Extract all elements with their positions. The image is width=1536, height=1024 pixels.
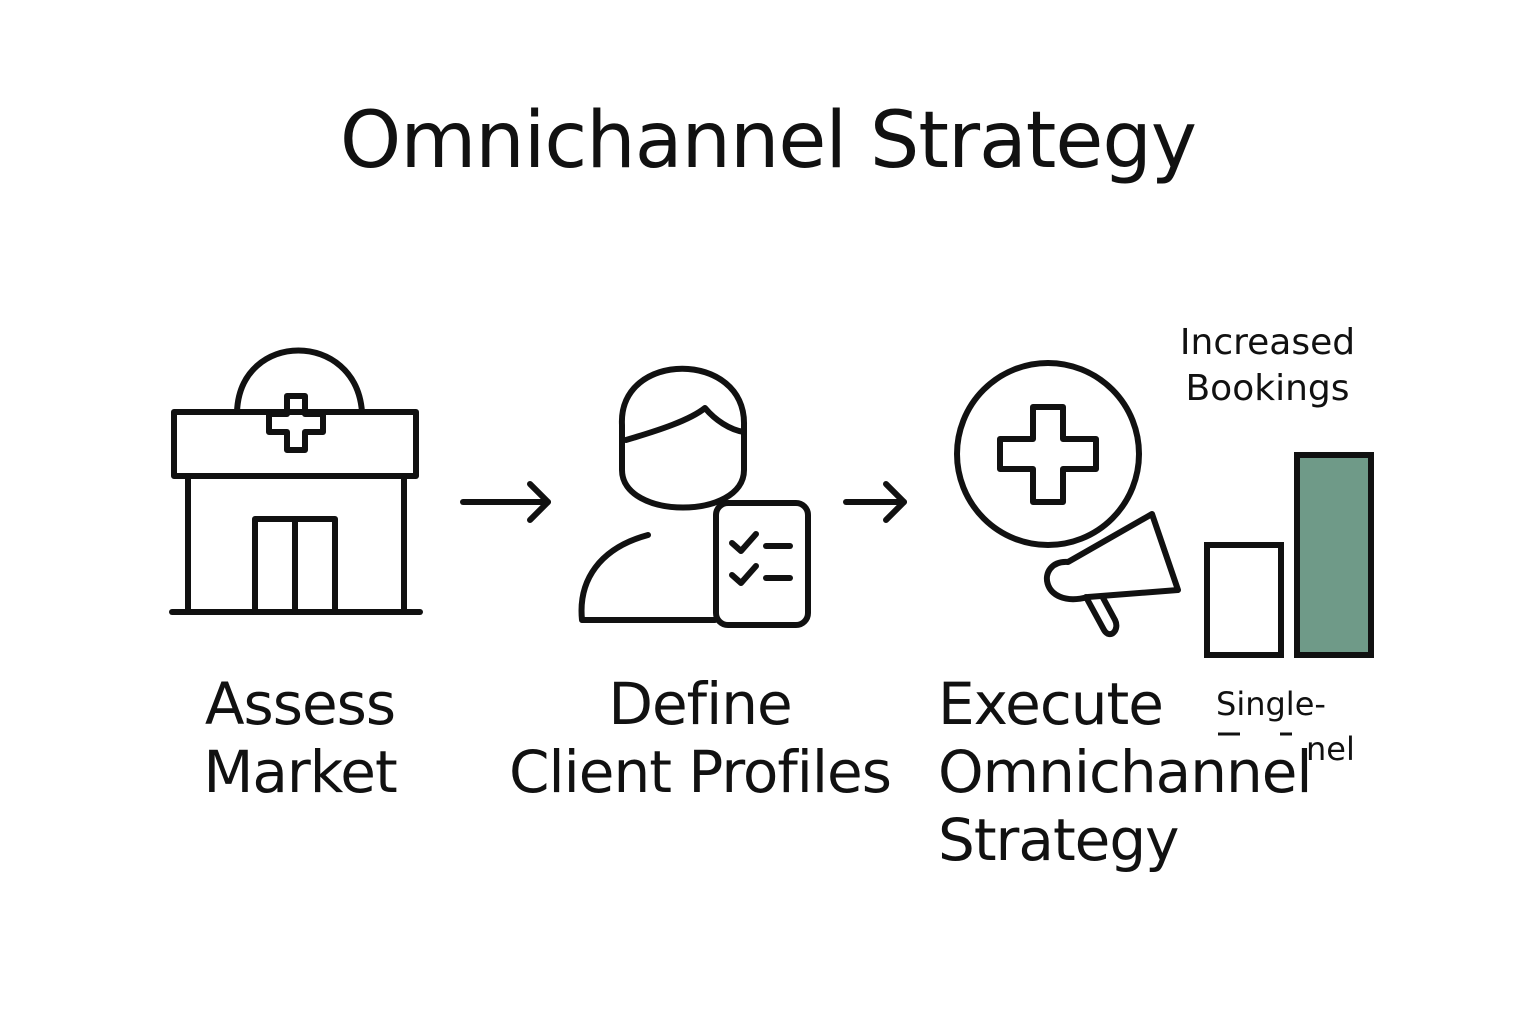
bar-single-channel <box>1204 542 1284 658</box>
page-title: Omnichannel Strategy <box>339 96 1197 186</box>
step-label-define-client-profiles: Define Client Profiles <box>509 670 892 806</box>
step-label-execute-omnichannel-strategy: Execute Omnichannel Strategy <box>938 670 1313 874</box>
client-profile-icon <box>578 365 811 628</box>
bar-label: Single- <box>1216 685 1326 723</box>
clinic-building-icon <box>169 347 423 615</box>
medical-megaphone-icon <box>954 360 1181 638</box>
arrow-right-icon <box>460 481 551 523</box>
chart-title: Increased Bookings <box>1179 322 1356 409</box>
bar-label-suffix: nel <box>1306 730 1355 768</box>
bookings-bar-chart <box>1204 452 1374 736</box>
step-label-assess-market: Assess Market <box>203 670 397 806</box>
bar-omnichannel <box>1294 452 1374 658</box>
arrow-right-icon <box>843 481 907 523</box>
